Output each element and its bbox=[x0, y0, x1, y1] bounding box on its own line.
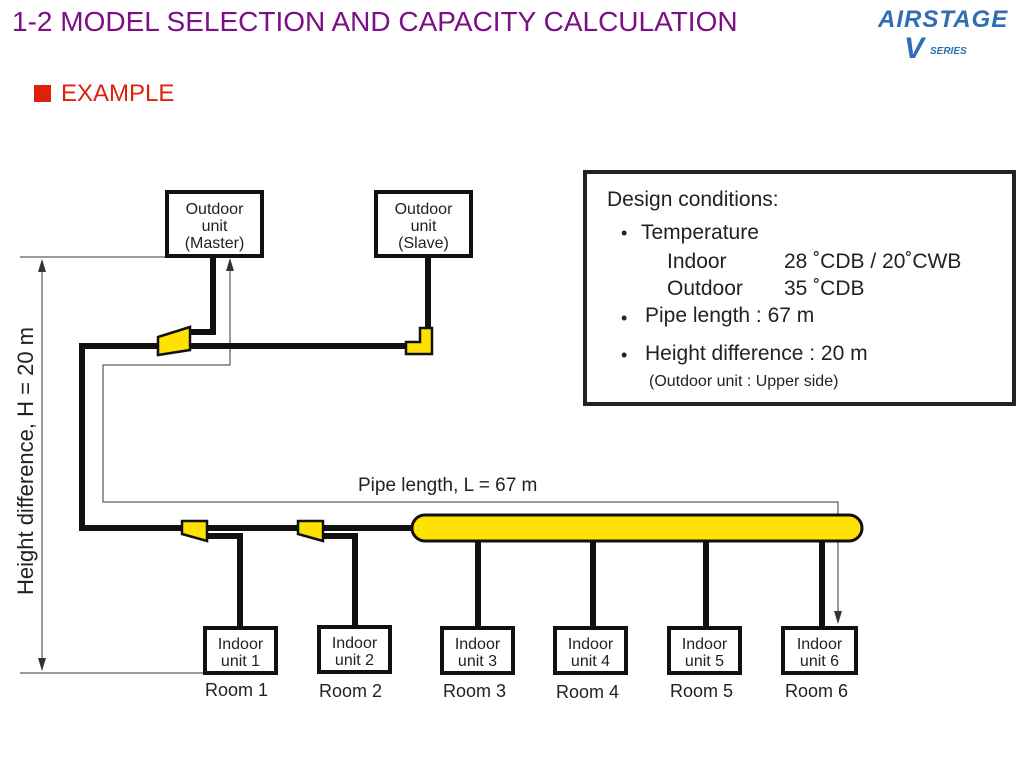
indoor-unit-4: Indoor unit 4 bbox=[553, 626, 628, 675]
header-pipe bbox=[410, 513, 864, 543]
height-difference-label: Height difference, H = 20 m bbox=[13, 326, 38, 596]
outdoor-slave-line3: (Slave) bbox=[398, 235, 449, 252]
section-label: EXAMPLE bbox=[61, 80, 175, 107]
indoor-unit-line1: Indoor bbox=[454, 636, 501, 653]
outdoor-temp-label: Outdoor bbox=[667, 277, 743, 300]
room-label: Room 3 bbox=[443, 681, 507, 701]
airstage-logo: AIRSTAGE V SERIES bbox=[860, 2, 1020, 70]
logo-series: SERIES bbox=[930, 46, 967, 57]
outdoor-master-line1: Outdoor bbox=[185, 201, 244, 218]
outdoor-unit-slave: Outdoor unit (Slave) bbox=[374, 190, 473, 258]
outdoor-slave-line1: Outdoor bbox=[394, 201, 453, 218]
indoor-unit-5: Indoor unit 5 bbox=[667, 626, 742, 675]
branch-2 bbox=[322, 533, 358, 627]
branch-joint-outdoor bbox=[156, 325, 192, 357]
indoor-unit-line2: unit 5 bbox=[684, 653, 725, 670]
branch-joint-1 bbox=[180, 519, 209, 543]
indoor-unit-6: Indoor unit 6 bbox=[781, 626, 858, 675]
pipe-length-condition: Pipe length : 67 m bbox=[645, 304, 815, 327]
room-label: Room 5 bbox=[670, 681, 734, 701]
indoor-temp-value: 28 ˚CDB / 20˚CWB bbox=[784, 250, 962, 273]
height-arrow-down bbox=[38, 658, 46, 671]
indoor-unit-line1: Indoor bbox=[796, 636, 843, 653]
design-heading: Design conditions: bbox=[607, 188, 779, 211]
bullet-icon: • bbox=[621, 223, 628, 243]
indoor-unit-line1: Indoor bbox=[681, 636, 728, 653]
outdoor-unit-master: Outdoor unit (Master) bbox=[165, 190, 264, 258]
indoor-unit-line1: Indoor bbox=[217, 636, 264, 653]
section-heading: EXAMPLE bbox=[34, 80, 174, 108]
room-label: Room 6 bbox=[785, 681, 849, 701]
outdoor-master-line3: (Master) bbox=[184, 235, 245, 252]
indoor-unit-1: Indoor unit 1 bbox=[203, 626, 278, 675]
indoor-unit-line2: unit 2 bbox=[334, 652, 375, 669]
outdoor-temp-value: 35 ˚CDB bbox=[784, 277, 865, 300]
indoor-unit-2: Indoor unit 2 bbox=[317, 625, 392, 674]
indoor-unit-line1: Indoor bbox=[331, 635, 378, 652]
page-title: 1-2 MODEL SELECTION AND CAPACITY CALCULA… bbox=[12, 6, 738, 37]
indoor-unit-line2: unit 1 bbox=[220, 653, 261, 670]
branch-1 bbox=[206, 533, 243, 627]
pipe-arrow-down bbox=[834, 611, 842, 624]
room-label: Room 2 bbox=[319, 681, 383, 701]
indoor-unit-3: Indoor unit 3 bbox=[440, 626, 515, 675]
height-arrow-up bbox=[38, 259, 46, 272]
design-conditions-panel: Design conditions: • Temperature Indoor … bbox=[583, 170, 1016, 406]
temperature-label: Temperature bbox=[641, 221, 759, 244]
branch-joint-2 bbox=[296, 519, 325, 543]
indoor-unit-line2: unit 6 bbox=[799, 653, 840, 670]
bullet-icon: • bbox=[621, 345, 628, 365]
room-label: Room 4 bbox=[556, 682, 620, 702]
bullet-icon: • bbox=[621, 308, 628, 328]
outdoor-unit-note: (Outdoor unit : Upper side) bbox=[649, 373, 839, 390]
indoor-unit-line2: unit 4 bbox=[570, 653, 611, 670]
logo-v: V bbox=[904, 32, 925, 65]
pipe-arrow-up bbox=[226, 258, 234, 271]
indoor-temp-label: Indoor bbox=[667, 250, 727, 273]
outdoor-master-line2: unit bbox=[201, 218, 228, 235]
pipe-length-label: Pipe length, L = 67 m bbox=[358, 475, 538, 496]
square-bullet-icon bbox=[34, 85, 51, 102]
indoor-unit-line2: unit 3 bbox=[457, 653, 498, 670]
logo-brand: AIRSTAGE bbox=[878, 6, 1009, 33]
room-label: Room 1 bbox=[205, 680, 269, 700]
pipe-master-drop bbox=[190, 256, 216, 335]
slave-elbow bbox=[404, 326, 434, 356]
pipe-main bbox=[79, 343, 182, 531]
outdoor-slave-line2: unit bbox=[410, 218, 437, 235]
height-difference-condition: Height difference : 20 m bbox=[645, 342, 868, 365]
indoor-unit-line1: Indoor bbox=[567, 636, 614, 653]
